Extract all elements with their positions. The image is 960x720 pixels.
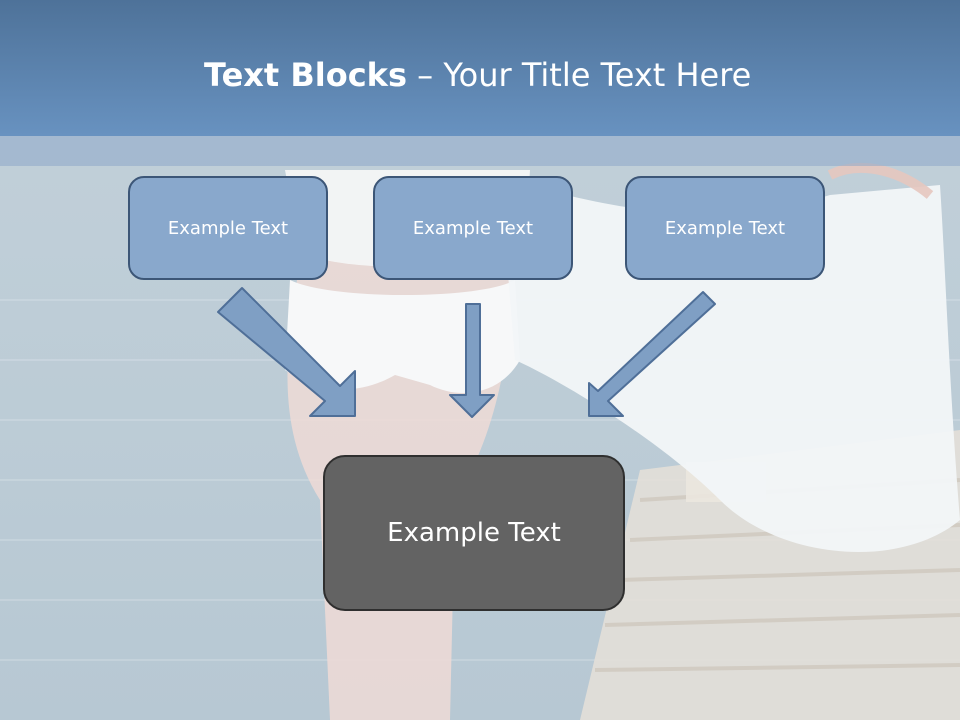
title-subband <box>0 136 960 166</box>
title-bar <box>0 0 960 136</box>
target-block[interactable]: Example Text <box>323 455 625 611</box>
text-block-1-label: Example Text <box>167 217 289 239</box>
text-block-1[interactable]: Example Text <box>128 176 328 280</box>
text-block-2-label: Example Text <box>412 217 534 239</box>
title-bold: Text Blocks <box>204 56 407 94</box>
text-block-3-label: Example Text <box>664 217 786 239</box>
target-block-label: Example Text <box>387 518 561 548</box>
text-block-2[interactable]: Example Text <box>373 176 573 280</box>
text-block-3[interactable]: Example Text <box>625 176 825 280</box>
title-rest: Your Title Text Here <box>443 56 752 94</box>
page-title: Text Blocks – Your Title Text Here <box>204 54 751 96</box>
title-dash: – <box>417 56 434 94</box>
